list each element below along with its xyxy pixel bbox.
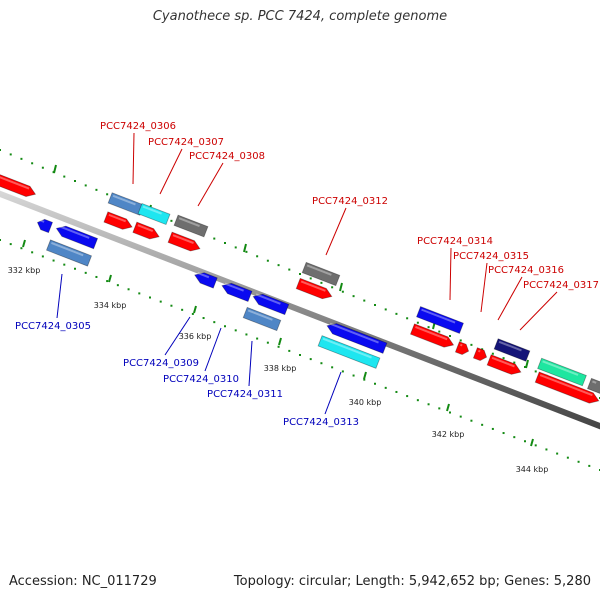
svg-text:PCC7424_0307: PCC7424_0307 (148, 137, 224, 148)
gene-block-forward[interactable] (534, 371, 600, 406)
gene-label-pcc7424_0309[interactable]: PCC7424_0309 (123, 316, 199, 369)
gene-block-0310[interactable] (220, 280, 253, 303)
svg-text:PCC7424_0311: PCC7424_0311 (207, 389, 283, 400)
gene-block-0307[interactable] (137, 202, 171, 226)
gene-block-reverse[interactable] (54, 223, 99, 250)
inner-tick (530, 438, 534, 447)
svg-text:PCC7424_0317: PCC7424_0317 (523, 280, 599, 291)
gene-block-forward[interactable] (167, 231, 202, 254)
gene-block-reverse[interactable] (251, 291, 290, 316)
genome-backbone (0, 190, 600, 430)
gene-block-0313[interactable] (317, 335, 381, 369)
svg-text:PCC7424_0305: PCC7424_0305 (15, 321, 91, 332)
svg-text:PCC7424_0315: PCC7424_0315 (453, 251, 529, 262)
gene-block-reverse[interactable] (325, 321, 388, 354)
gene-label-pcc7424_0316[interactable]: PCC7424_0316 (488, 265, 564, 321)
outer-ruler-dots (0, 149, 600, 399)
gene-block-reverse[interactable] (35, 217, 54, 234)
tick-label: 334 kbp (94, 301, 127, 310)
gene-block-forward[interactable] (486, 354, 523, 378)
gene-block-0314[interactable] (416, 306, 464, 334)
gene-block-right-edge[interactable] (586, 377, 600, 395)
inner-tick (22, 239, 26, 248)
gene-label-pcc7424_0310[interactable]: PCC7424_0310 (163, 327, 239, 385)
gene-block-forward[interactable] (295, 277, 334, 301)
gene-label-pcc7424_0312[interactable]: PCC7424_0312 (312, 196, 388, 256)
tick-label: 332 kbp (8, 266, 41, 275)
gene-block-forward[interactable] (132, 221, 161, 242)
svg-text:PCC7424_0306: PCC7424_0306 (100, 121, 176, 132)
inner-tick (363, 371, 367, 380)
gene-block-forward[interactable] (454, 341, 470, 357)
gene-block-0306[interactable] (107, 192, 145, 216)
topology-summary: Topology: circular; Length: 5,942,652 bp… (233, 574, 591, 589)
gene-label-pcc7424_0305[interactable]: PCC7424_0305 (15, 273, 91, 332)
map-title: Cyanothece sp. PCC 7424, complete genome (152, 9, 448, 24)
svg-text:PCC7424_0314: PCC7424_0314 (417, 236, 493, 247)
outer-tick (339, 282, 343, 292)
gene-label-pcc7424_0315[interactable]: PCC7424_0315 (453, 251, 529, 313)
inner-ruler-dots (0, 239, 600, 471)
inner-tick (108, 274, 112, 283)
gene-block-0316[interactable] (493, 338, 531, 362)
outer-tick (243, 243, 247, 253)
tick-label: 340 kbp (349, 398, 382, 407)
gene-block-left-edge[interactable] (0, 172, 37, 200)
gene-block-0311[interactable] (242, 306, 282, 332)
gene-label-pcc7424_0311[interactable]: PCC7424_0311 (207, 340, 283, 400)
gene-block-0308[interactable] (173, 214, 209, 238)
gene-label-pcc7424_0306[interactable]: PCC7424_0306 (100, 121, 176, 185)
svg-text:PCC7424_0308: PCC7424_0308 (189, 151, 265, 162)
gene-label-pcc7424_0307[interactable]: PCC7424_0307 (148, 137, 224, 195)
tick-label: 342 kbp (432, 430, 465, 439)
svg-text:PCC7424_0312: PCC7424_0312 (312, 196, 388, 207)
gene-label-pcc7424_0317[interactable]: PCC7424_0317 (519, 280, 599, 331)
gene-block-0312[interactable] (301, 261, 341, 287)
tick-label: 338 kbp (264, 364, 297, 373)
svg-text:PCC7424_0316: PCC7424_0316 (488, 265, 564, 276)
inner-tick (193, 305, 197, 314)
outer-tick (525, 359, 529, 369)
gene-block-forward[interactable] (409, 323, 455, 350)
inner-tick (446, 403, 450, 412)
gene-block-0309[interactable] (193, 270, 218, 289)
gene-block-0305[interactable] (45, 239, 93, 267)
tick-label: 336 kbp (179, 332, 212, 341)
gene-label-pcc7424_0313[interactable]: PCC7424_0313 (283, 371, 359, 428)
accession-text: Accession: NC_011729 (9, 574, 157, 589)
tick-label: 344 kbp (516, 465, 549, 474)
svg-text:PCC7424_0309: PCC7424_0309 (123, 358, 199, 369)
gene-block-0317[interactable] (537, 357, 587, 387)
gene-label-pcc7424_0308[interactable]: PCC7424_0308 (189, 151, 265, 207)
svg-text:PCC7424_0313: PCC7424_0313 (283, 417, 359, 428)
gene-block-forward[interactable] (472, 347, 488, 363)
svg-text:PCC7424_0310: PCC7424_0310 (163, 374, 239, 385)
gene-label-pcc7424_0314[interactable]: PCC7424_0314 (417, 236, 493, 301)
gene-block-forward[interactable] (103, 211, 134, 232)
inner-tick (278, 337, 282, 346)
outer-tick (53, 164, 57, 174)
